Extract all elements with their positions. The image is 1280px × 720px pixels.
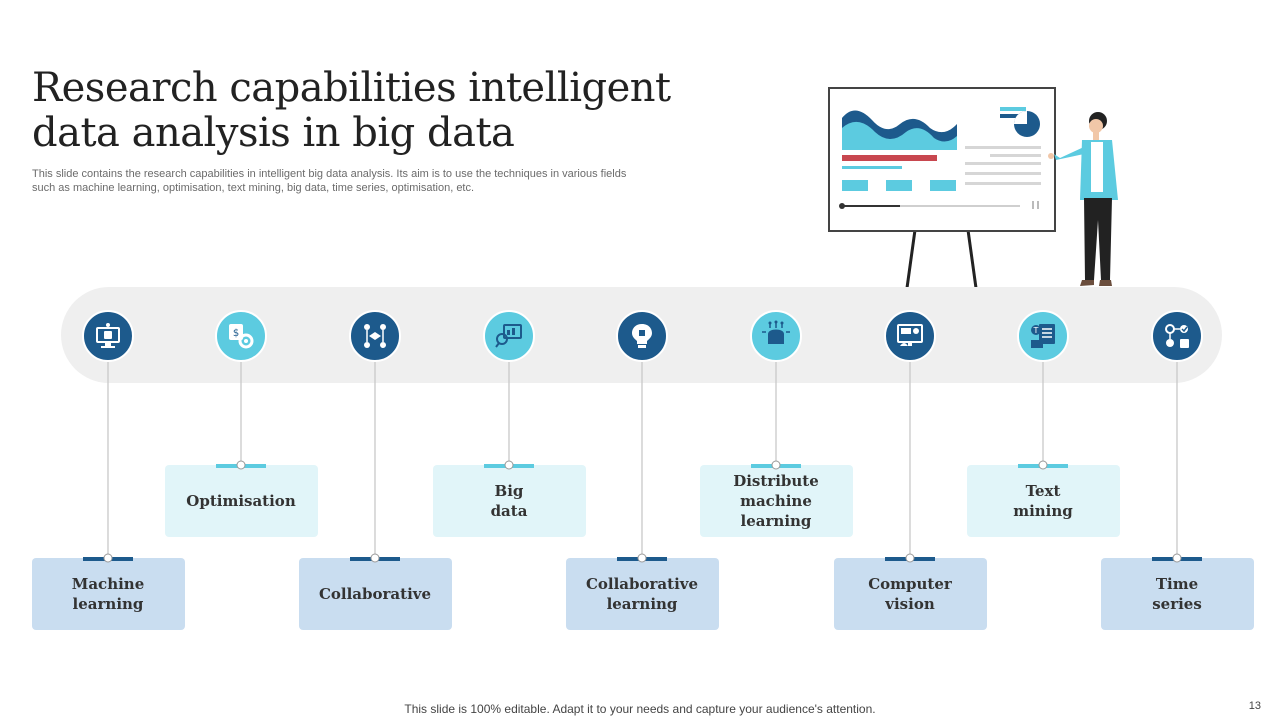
capability-box: Big data	[432, 465, 586, 537]
capability-box: Collaborative learning	[565, 558, 719, 630]
money-gear-icon: $	[215, 310, 267, 362]
capability-box: Optimisation	[164, 465, 318, 537]
capability-label: Big data	[490, 482, 528, 520]
svg-text:$: $	[233, 328, 239, 339]
capability-label: Text mining	[1013, 482, 1073, 520]
capability-label: Machine learning	[71, 575, 145, 613]
capability-box: Text mining	[966, 465, 1120, 537]
network-handshake-icon	[349, 310, 401, 362]
brain-circuit-icon	[750, 310, 802, 362]
svg-text:T: T	[1033, 326, 1039, 335]
capability-label: Distribute machine learning	[733, 472, 819, 530]
slide-subtitle: This slide contains the research capabil…	[32, 168, 627, 194]
capability-label: Optimisation	[186, 492, 296, 510]
capability-label: Collaborative learning	[585, 575, 699, 613]
monitor-robot-icon	[82, 310, 134, 362]
capability-label: Collaborative	[318, 585, 432, 603]
capability-box: Machine learning	[31, 558, 185, 630]
settings-timeline-icon	[1151, 310, 1203, 362]
capability-box: Time series	[1100, 558, 1254, 630]
document-mining-icon: T	[1017, 310, 1069, 362]
footer-note: This slide is 100% editable. Adapt it to…	[404, 702, 876, 716]
bulb-puzzle-icon	[616, 310, 668, 362]
computer-screen-icon	[884, 310, 936, 362]
capability-box: Collaborative	[298, 558, 452, 630]
slide-title: Research capabilities intelligent data a…	[32, 65, 671, 156]
capability-box: Computer vision	[833, 558, 987, 630]
magnifier-chart-icon	[483, 310, 535, 362]
page-number: 13	[1248, 700, 1261, 712]
capability-label: Computer vision	[868, 575, 952, 613]
presenter-whiteboard-illustration	[828, 87, 1118, 289]
capability-label: Time series	[1152, 575, 1202, 613]
capability-box: Distribute machine learning	[699, 465, 853, 537]
